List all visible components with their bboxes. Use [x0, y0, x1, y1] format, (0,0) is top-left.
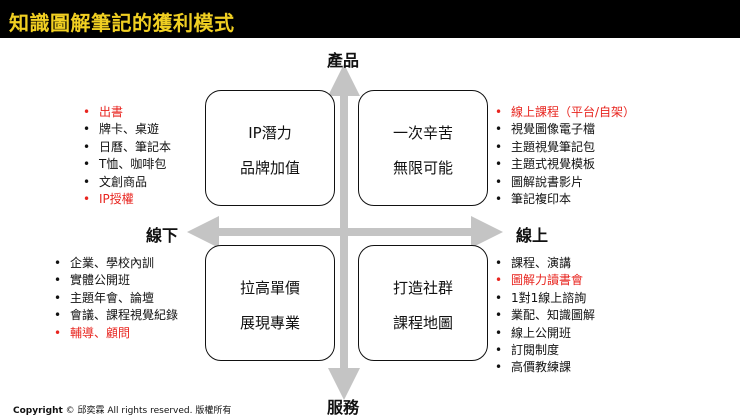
- quadrant-box-line: 展現專業: [239, 314, 300, 332]
- list-bottom-right: 課程、演講圖解力讀書會1對1線上諮詢業配、知識圖解線上公開班訂閱制度高價教練課: [493, 255, 595, 377]
- list-item: 實體公開班: [52, 272, 178, 290]
- footer-copyright: Copyright © 邱奕霖 All rights reserved. 版權所…: [13, 403, 231, 416]
- quadrant-box-bottom-left: 拉高單價 展現專業: [205, 245, 335, 361]
- quadrant-box-line: 無限可能: [392, 159, 453, 177]
- quadrant-box-bottom-right: 打造社群 課程地圖: [358, 245, 488, 361]
- axis-label-left: 線下: [146, 226, 179, 245]
- quadrant-box-line: 品牌加值: [239, 159, 300, 177]
- axis-label-right: 線上: [516, 226, 549, 245]
- list-item: 牌卡、桌遊: [81, 121, 171, 139]
- quadrant-box-line: 一次辛苦: [392, 124, 453, 142]
- list-item: 主題式視覺模板: [493, 156, 635, 174]
- list-item: 訂閱制度: [493, 342, 595, 360]
- list-item: 線上公開班: [493, 325, 595, 343]
- list-item: 會議、課程視覺紀錄: [52, 307, 178, 325]
- list-item: 出書: [81, 104, 171, 122]
- title-bar: 知識圖解筆記的獲利模式: [0, 0, 740, 38]
- list-item: 日曆、筆記本: [81, 139, 171, 157]
- list-item: 線上課程（平台/自架）: [493, 104, 635, 122]
- copyright-label: Copyright: [13, 406, 63, 416]
- list-item: 業配、知識圖解: [493, 307, 595, 325]
- list-item: 主題年會、論壇: [52, 290, 178, 308]
- copyright-text: © 邱奕霖 All rights reserved. 版權所有: [65, 406, 232, 416]
- quadrant-box-line: IP潛力: [248, 124, 292, 142]
- list-bottom-left: 企業、學校內訓實體公開班主題年會、論壇會議、課程視覺紀錄輔導、顧問: [52, 255, 178, 342]
- list-item: 課程、演講: [493, 255, 595, 273]
- list-item: 主題視覺筆記包: [493, 139, 635, 157]
- list-item: 企業、學校內訓: [52, 255, 178, 273]
- list-top-left: 出書牌卡、桌遊日曆、筆記本T恤、咖啡包文創商品IP授權: [81, 104, 171, 209]
- axis-label-bottom: 服務: [327, 398, 360, 417]
- list-item: 圖解力讀書會: [493, 272, 595, 290]
- list-item: 筆記複印本: [493, 191, 635, 209]
- quadrant-box-line: 拉高單價: [239, 279, 300, 297]
- quadrant-box-top-right: 一次辛苦 無限可能: [358, 90, 488, 206]
- axis-label-top: 產品: [327, 51, 360, 70]
- page-title: 知識圖解筆記的獲利模式: [9, 11, 235, 35]
- list-item: 視覺圖像電子檔: [493, 121, 635, 139]
- list-item: 圖解說書影片: [493, 174, 635, 192]
- quadrant-box-top-left: IP潛力 品牌加值: [205, 90, 335, 206]
- list-item: T恤、咖啡包: [81, 156, 171, 174]
- quadrant-box-line: 課程地圖: [392, 314, 453, 332]
- list-item: IP授權: [81, 191, 171, 209]
- list-item: 文創商品: [81, 174, 171, 192]
- list-item: 1對1線上諮詢: [493, 290, 595, 308]
- list-item: 輔導、顧問: [52, 325, 178, 343]
- list-top-right: 線上課程（平台/自架）視覺圖像電子檔主題視覺筆記包主題式視覺模板圖解說書影片筆記…: [493, 104, 635, 209]
- quadrant-box-line: 打造社群: [392, 279, 453, 297]
- list-item: 高價教練課: [493, 359, 595, 377]
